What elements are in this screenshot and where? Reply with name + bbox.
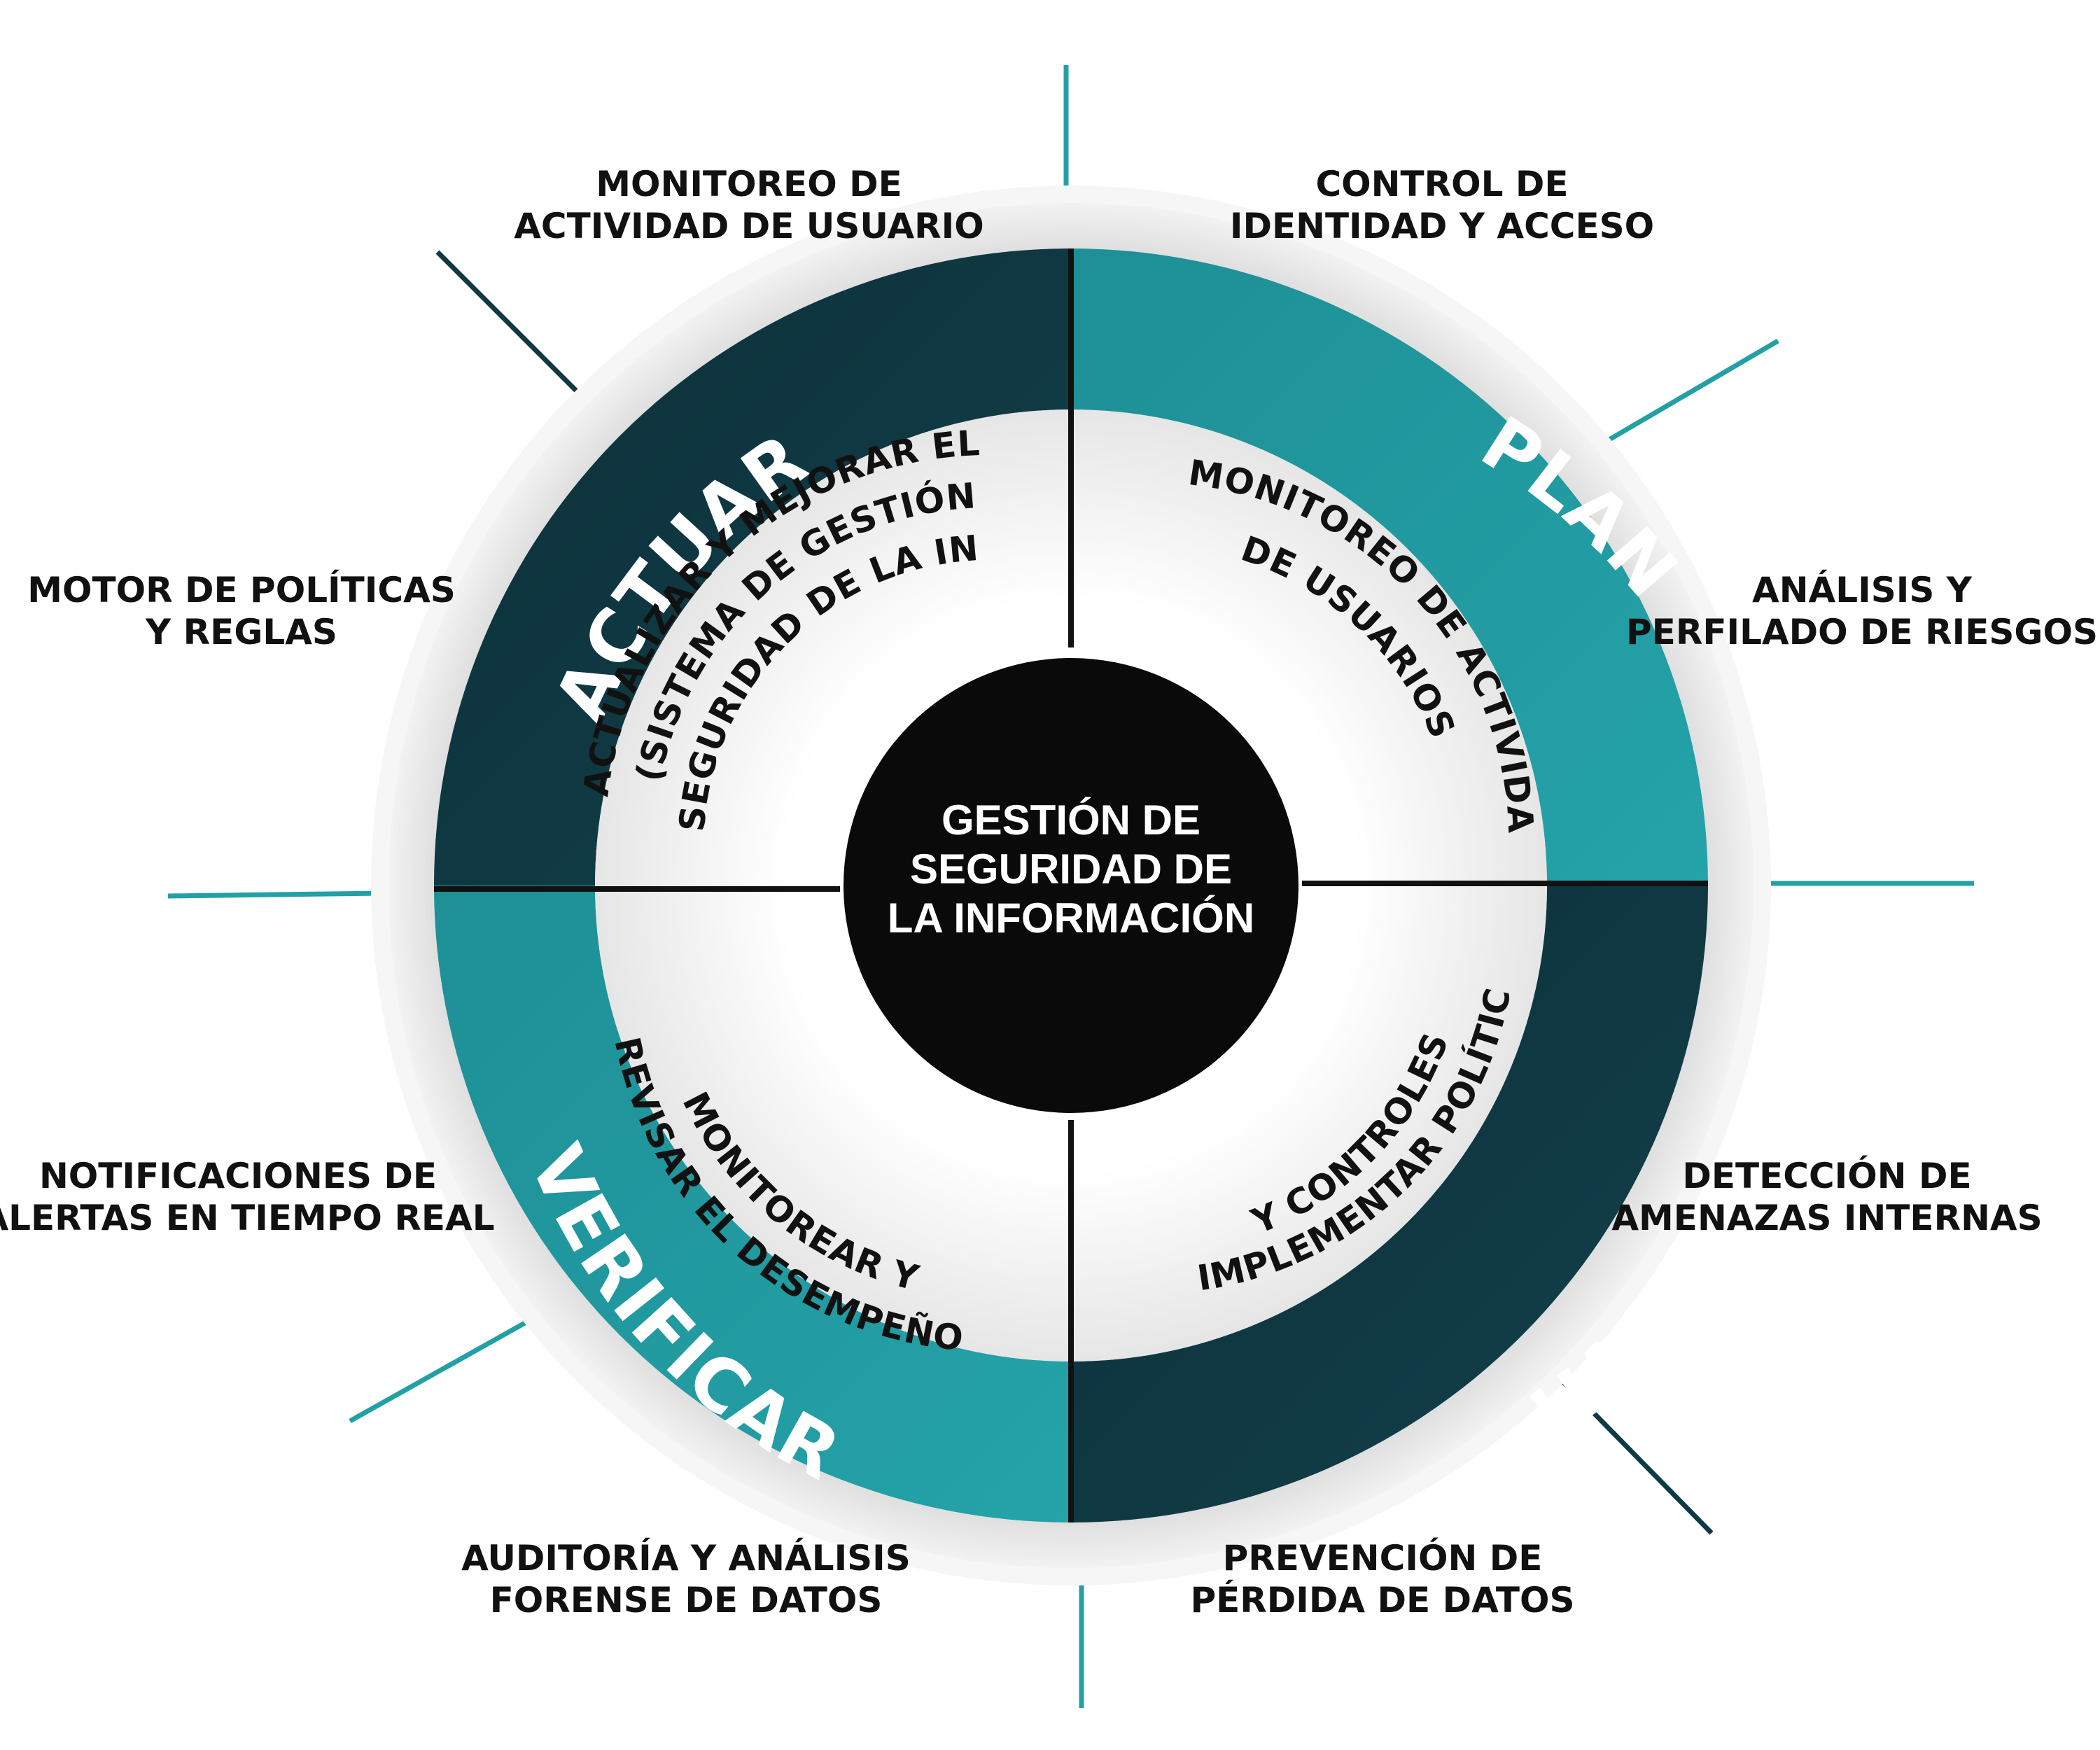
phase-ring (434, 248, 1708, 1522)
outer-label-monitoreo: MONITOREO DE ACTIVIDAD DE USUARIO (514, 164, 984, 246)
outer-notificaciones-line-1: NOTIFICACIONES DE (39, 1156, 437, 1196)
outer-control-line-1: CONTROL DE (1315, 164, 1568, 204)
outer-deteccion-line-2: AMENAZAS INTERNAS (1611, 1198, 2042, 1238)
outer-analisis-line-1: ANÁLISIS Y (1752, 569, 1973, 610)
center-title: GESTIÓN DE SEGURIDAD DE LA INFORMACIÓN (888, 797, 1254, 941)
outer-label-auditoria: AUDITORÍA Y ANÁLISIS FORENSE DE DATOS (461, 1537, 911, 1620)
segment-hacer[interactable] (1071, 886, 1708, 1522)
center-circle (844, 658, 1298, 1113)
outer-label-motor: MOTOR DE POLÍTICAS Y REGLAS (27, 569, 456, 652)
outer-deteccion-line-1: DETECCIÓN DE (1682, 1155, 1971, 1196)
outer-motor-line-1: MOTOR DE POLÍTICAS (27, 569, 456, 610)
outer-analisis-line-2: PERFILADO DE RIESGOS (1626, 612, 2098, 652)
outer-motor-line-2: Y REGLAS (145, 612, 337, 652)
outer-control-line-2: IDENTIDAD Y ACCESO (1230, 206, 1654, 246)
segment-plan[interactable] (1071, 248, 1708, 886)
center-line-1: GESTIÓN DE (941, 797, 1200, 844)
quadrant-dividers (434, 248, 1708, 1522)
outer-monitoreo-line-2: ACTIVIDAD DE USUARIO (514, 206, 984, 246)
center-line-3: LA INFORMACIÓN (888, 895, 1254, 941)
center-line-2: SEGURIDAD DE (910, 846, 1232, 892)
outer-label-deteccion: DETECCIÓN DE AMENAZAS INTERNAS (1611, 1155, 2042, 1238)
segment-verificar[interactable] (434, 886, 1071, 1522)
outer-label-notificaciones: NOTIFICACIONES DE ALERTAS EN TIEMPO REAL (0, 1156, 495, 1238)
segment-actuar[interactable] (434, 248, 1071, 886)
outer-prevencion-line-1: PREVENCIÓN DE (1223, 1537, 1543, 1578)
outer-label-prevencion: PREVENCIÓN DE PÉRDIDA DE DATOS (1190, 1537, 1574, 1620)
outer-auditoria-line-2: FORENSE DE DATOS (490, 1580, 883, 1620)
outer-auditoria-line-1: AUDITORÍA Y ANÁLISIS (461, 1537, 911, 1578)
outer-label-analisis: ANÁLISIS Y PERFILADO DE RIESGOS (1626, 569, 2098, 652)
outer-notificaciones-line-2: ALERTAS EN TIEMPO REAL (0, 1198, 495, 1238)
outer-label-control: CONTROL DE IDENTIDAD Y ACCESO (1230, 164, 1654, 246)
outer-monitoreo-line-1: MONITOREO DE (596, 164, 902, 204)
outer-prevencion-line-2: PÉRDIDA DE DATOS (1190, 1579, 1574, 1620)
